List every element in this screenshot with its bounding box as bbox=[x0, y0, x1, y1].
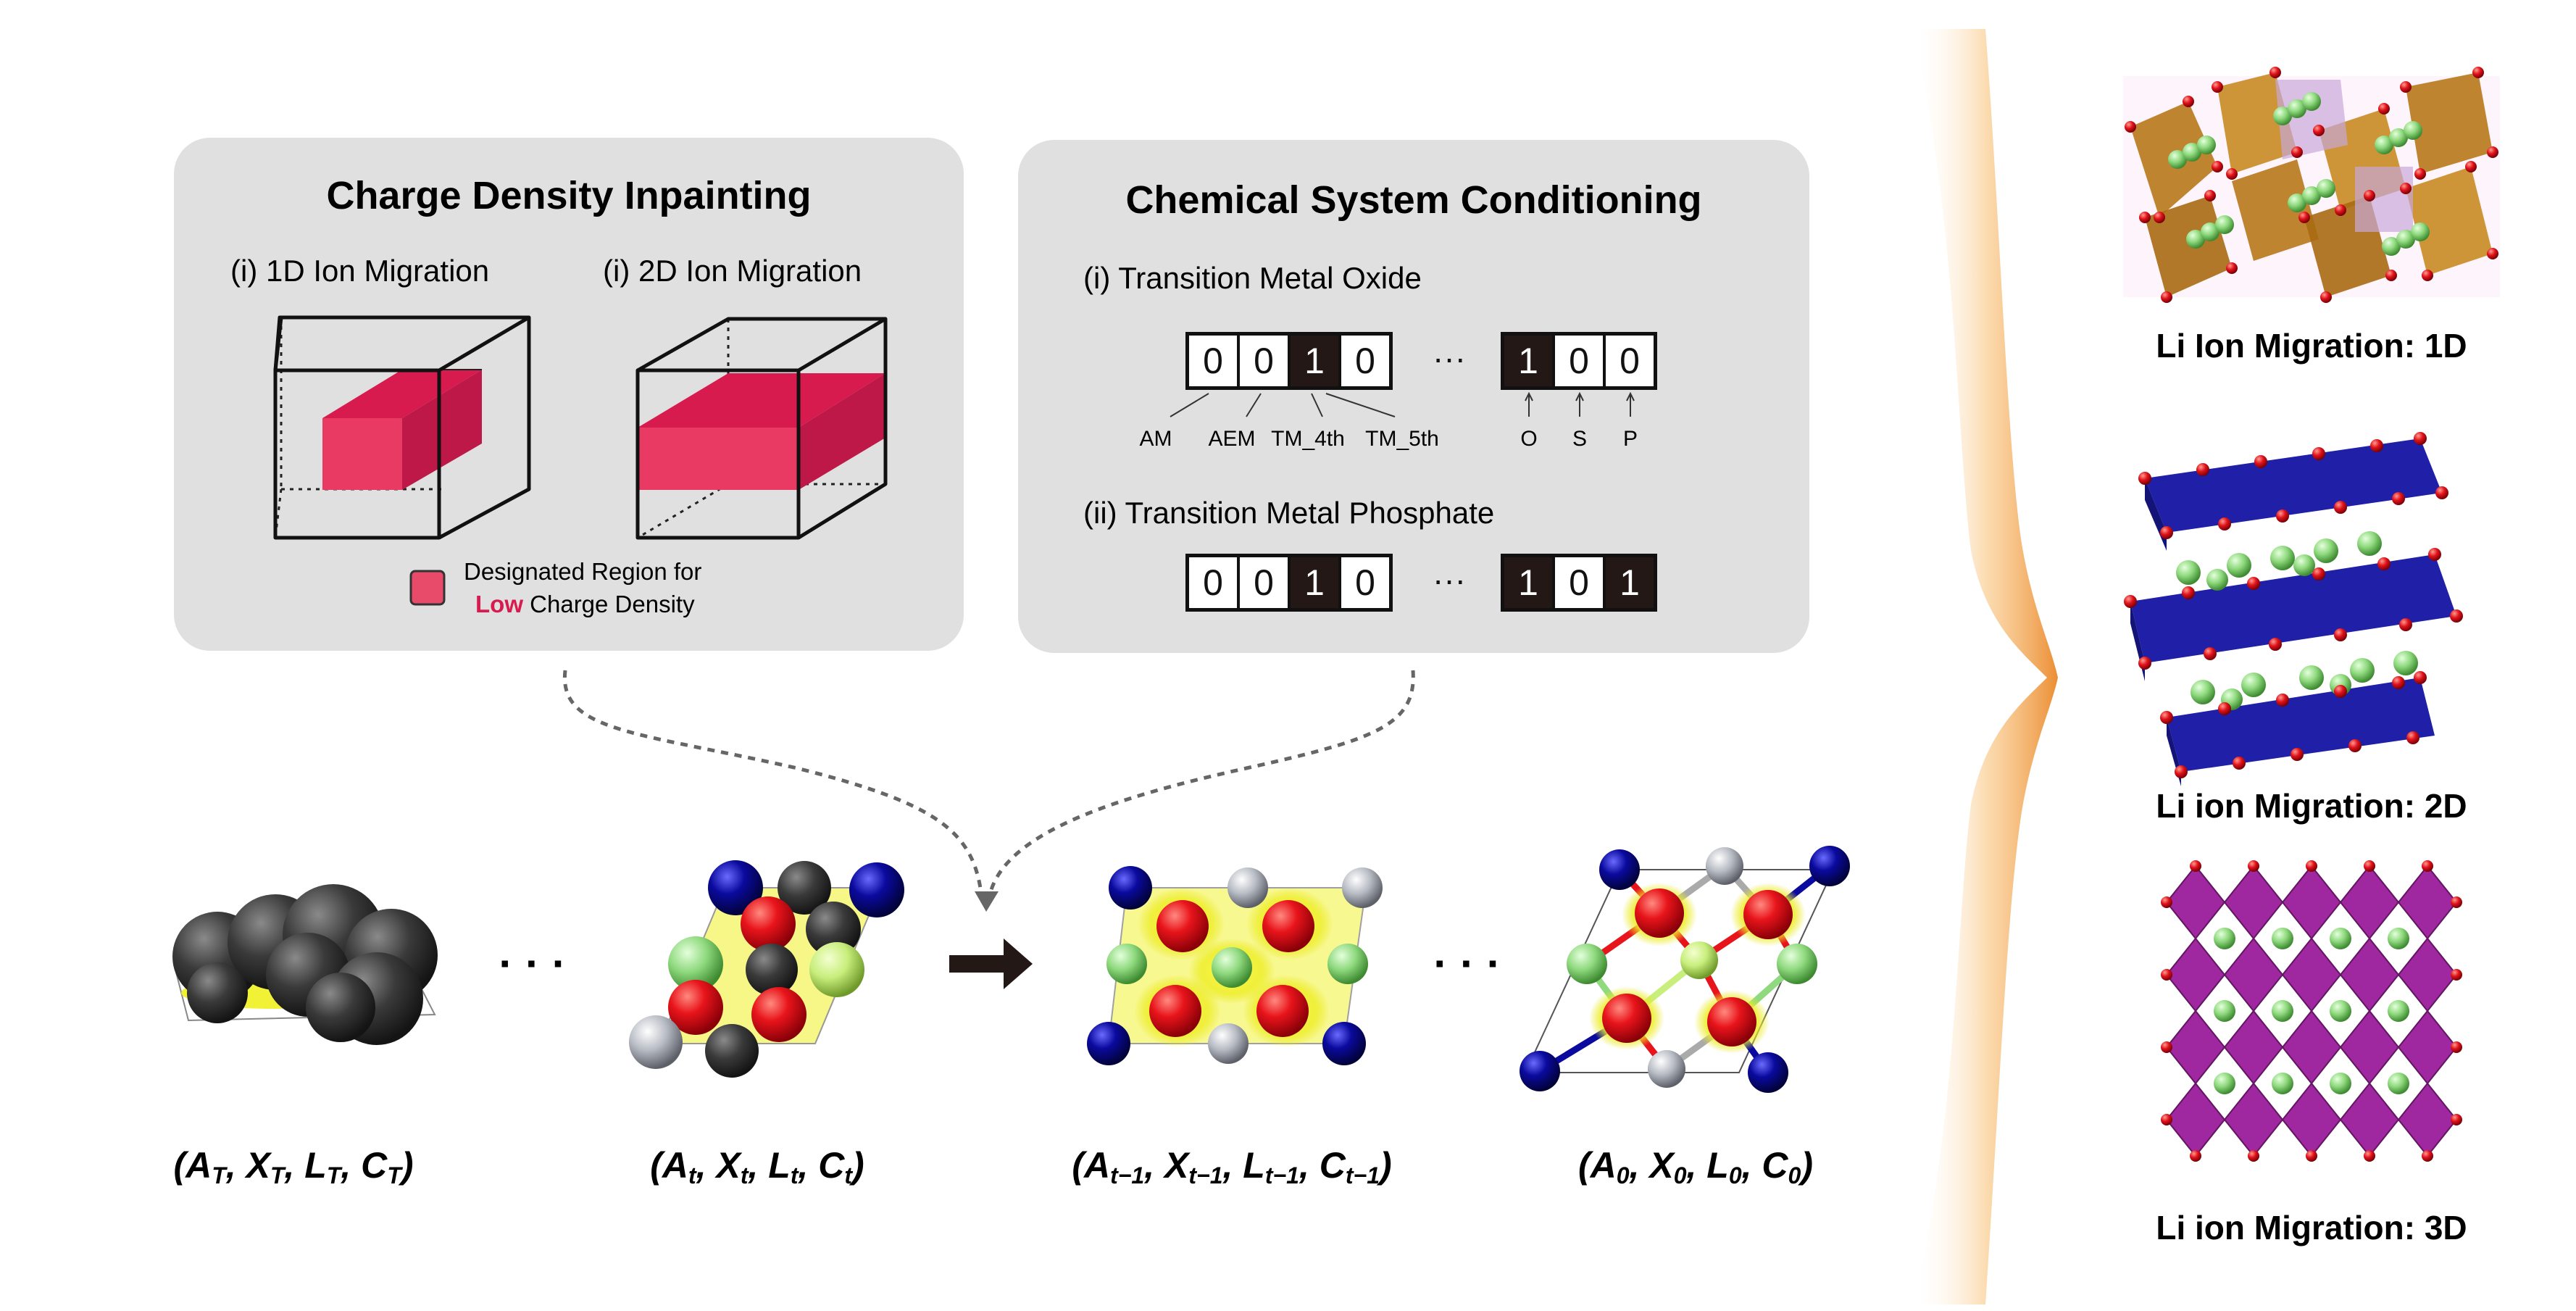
process-ellipsis-2: · · · bbox=[1433, 939, 1501, 988]
legend-line2: Low Charge Density bbox=[475, 591, 695, 617]
oxide-vector-left-cell bbox=[1289, 334, 1340, 388]
label-2d-migration: Li ion Migration: 2D bbox=[2156, 787, 2467, 825]
oxide-vector-right-cell bbox=[1554, 334, 1604, 388]
flow-arrowhead bbox=[975, 891, 999, 912]
tag-arrowhead bbox=[1525, 391, 1533, 401]
inpainting-panel: Charge Density Inpainting (i) 1D Ion Mig… bbox=[174, 138, 964, 651]
phosphate-vector-right-cell-value: 1 bbox=[1620, 562, 1640, 603]
oxide-vector-ellipsis: ··· bbox=[1433, 339, 1466, 377]
oxide-tag-aem: AEM bbox=[1208, 427, 1255, 451]
oxide-vector-left-cell-value: 0 bbox=[1355, 341, 1375, 381]
process-ellipsis-1: · · · bbox=[499, 939, 566, 988]
phosphate-vector-left-cell-value: 0 bbox=[1254, 562, 1274, 603]
phosphate-vector-right-cell bbox=[1503, 556, 1554, 609]
label-state-t-minus-1: (At−1, Xt−1, Lt−1, Ct−1) bbox=[1072, 1145, 1391, 1189]
legend-low-word: Low bbox=[475, 591, 523, 617]
tag-arrowhead bbox=[1575, 391, 1584, 401]
phosphate-vector-left-cell bbox=[1340, 556, 1391, 609]
oxide-vector-right-cell bbox=[1604, 334, 1655, 388]
inpainting-subtitle-1d: (i) 1D Ion Migration bbox=[230, 254, 489, 288]
structure-noisy-T bbox=[172, 884, 438, 1045]
cube-1d-illustration bbox=[273, 315, 531, 540]
label-3d-migration: Li ion Migration: 3D bbox=[2156, 1209, 2467, 1247]
phosphate-label: (ii) Transition Metal Phosphate bbox=[1083, 496, 1494, 530]
oxide-tag-tm_4th: TM_4th bbox=[1271, 427, 1345, 451]
denoise-step-arrow bbox=[949, 938, 1033, 989]
inpainting-to-process-arrow bbox=[562, 670, 984, 899]
oxide-vector-right-cell-value: 0 bbox=[1569, 341, 1589, 381]
phosphate-vector-left-cell bbox=[1289, 556, 1340, 609]
phosphate-vector-left-cell bbox=[1238, 556, 1289, 609]
oxide-tag-tm_5th: TM_5th bbox=[1365, 427, 1439, 451]
label-state-0: (A0, X0, L0, C0) bbox=[1578, 1145, 1813, 1189]
phosphate-vector-right-cell bbox=[1554, 556, 1604, 609]
low-density-legend: Designated Region for Low Charge Density bbox=[409, 558, 701, 617]
inpainting-subtitle-2d: (i) 2D Ion Migration bbox=[603, 254, 862, 288]
structure-2d-migration bbox=[2124, 432, 2463, 786]
tag-pointer bbox=[1170, 393, 1209, 417]
tag-arrowhead bbox=[1626, 391, 1635, 401]
legend-line1: Designated Region for bbox=[464, 558, 701, 585]
oxide-vector-left-cell bbox=[1188, 334, 1238, 388]
phosphate-vector-left-cell bbox=[1188, 556, 1238, 609]
label-1d-migration: Li Ion Migration: 1D bbox=[2156, 327, 2467, 365]
conditioning-to-process-arrow bbox=[987, 670, 1415, 899]
oxide-vector-left-cell-value: 0 bbox=[1203, 341, 1223, 381]
cube-2d-illustration bbox=[635, 317, 888, 540]
phosphate-vector-right-cell-value: 0 bbox=[1569, 562, 1589, 603]
inpainting-title: Charge Density Inpainting bbox=[326, 174, 811, 217]
phosphate-vector-ellipsis: ··· bbox=[1433, 561, 1466, 599]
oxide-vector-tags: AM AEM TM_4th TM_5th O S P bbox=[1140, 391, 1638, 451]
conditioning-flow-arrows bbox=[562, 670, 1415, 899]
structure-step-t bbox=[629, 860, 904, 1078]
legend-rest: Charge Density bbox=[523, 591, 695, 617]
tag-pointer bbox=[1246, 393, 1262, 417]
oxide-vector-left-cell bbox=[1238, 334, 1289, 388]
tag-pointer bbox=[1311, 393, 1323, 417]
structure-final-0 bbox=[1520, 846, 1850, 1093]
oxide-tag-o: O bbox=[1520, 427, 1537, 451]
oxide-label: (i) Transition Metal Oxide bbox=[1083, 261, 1422, 295]
oxide-vector-right-cell-value: 0 bbox=[1620, 341, 1640, 381]
phosphate-vector-left-cell-value: 1 bbox=[1304, 562, 1325, 603]
tag-pointer bbox=[1325, 393, 1396, 417]
oxide-vector-left-cell-value: 1 bbox=[1304, 341, 1325, 381]
phosphate-vector-right-cell-value: 1 bbox=[1518, 562, 1538, 603]
oxide-vector-left-cell-value: 0 bbox=[1254, 341, 1274, 381]
conditioning-title: Chemical System Conditioning bbox=[1125, 178, 1701, 222]
label-state-t: (At, Xt, Lt, Ct) bbox=[650, 1145, 864, 1189]
output-glow-arrow bbox=[1913, 29, 2058, 1304]
oxide-vector-right-cell bbox=[1503, 334, 1554, 388]
process-labels: (AT, XT, LT, CT) (At, Xt, Lt, Ct) (At−1,… bbox=[174, 1145, 1813, 1189]
phosphate-vector-left-cell-value: 0 bbox=[1355, 562, 1375, 603]
structure-step-t-minus-1 bbox=[1087, 866, 1383, 1065]
legend-swatch bbox=[409, 570, 446, 606]
oxide-tag-p: P bbox=[1623, 427, 1638, 451]
oxide-tag-s: S bbox=[1572, 427, 1587, 451]
oxide-tag-am: AM bbox=[1140, 427, 1172, 451]
phosphate-vector-left-cell-value: 0 bbox=[1203, 562, 1223, 603]
structure-3d-migration bbox=[2161, 860, 2462, 1162]
conditioning-panel: Chemical System Conditioning (i) Transit… bbox=[1018, 140, 1809, 653]
oxide-vector-right-cell-value: 1 bbox=[1518, 341, 1538, 381]
structure-1d-migration bbox=[2123, 67, 2500, 303]
oxide-vector-left-cell bbox=[1340, 334, 1391, 388]
phosphate-vector-right-cell bbox=[1604, 556, 1655, 609]
label-state-T: (AT, XT, LT, CT) bbox=[174, 1145, 414, 1189]
